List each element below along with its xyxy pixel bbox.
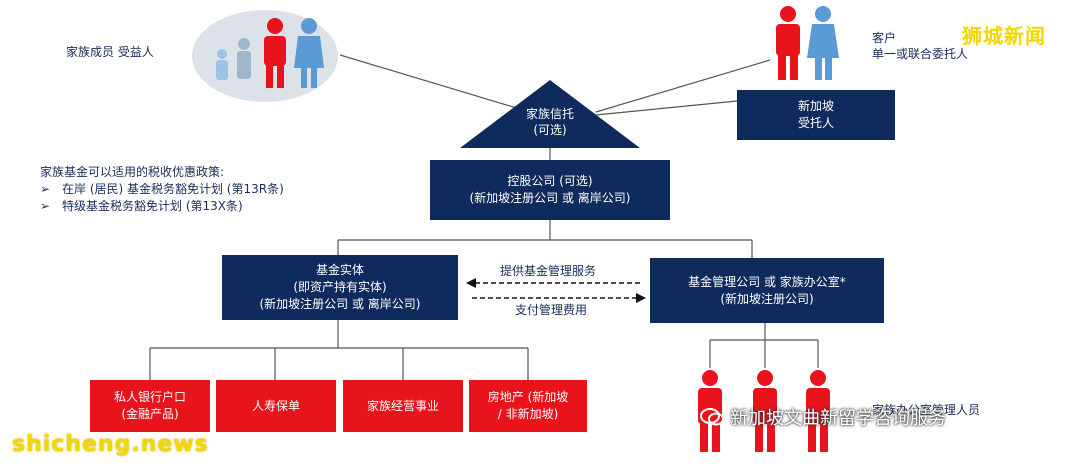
holding-line1: 控股公司 (可选) <box>507 174 593 188</box>
manager-line2: (新加坡注册公司) <box>720 291 814 306</box>
trustee-line2: 受托人 <box>797 116 834 130</box>
watermark-top-right: 狮城新闻 <box>962 24 1046 48</box>
client-label-line2: 单一或联合委托人 <box>872 47 969 61</box>
trust-subtitle: (可选) <box>533 123 567 137</box>
fee-arrow-label: 支付管理费用 <box>515 303 588 317</box>
client-couple-illustration <box>768 4 848 84</box>
manager-line1: 基金管理公司 或 家族办公室* <box>688 274 846 289</box>
trust-triangle: 家族信托 (可选) <box>458 78 642 150</box>
office-staff-illustration <box>690 368 840 467</box>
tax-policy-block: 家族基金可以适用的税收优惠政策: ➢在岸 (居民) 基金税务豁免计划 (第13R… <box>40 164 284 215</box>
asset-box: 私人银行户口 (金融产品) <box>90 380 210 432</box>
client-label-line1: 客户 <box>872 31 897 45</box>
client-line <box>595 59 771 113</box>
trust-trustee-line <box>595 100 738 116</box>
trust-title: 家族信托 <box>525 107 574 121</box>
tax-policy-item: ➢特级基金税务豁免计划 (第13X条) <box>40 199 243 213</box>
fund-entity-line2: (即资产持有实体) <box>293 280 387 294</box>
beneficiary-line <box>339 54 531 113</box>
trustee-box: 新加坡 受托人 <box>737 90 895 140</box>
holding-company-box: 控股公司 (可选) (新加坡注册公司 或 离岸公司) <box>430 160 670 220</box>
tax-policy-title: 家族基金可以适用的税收优惠政策: <box>40 165 225 179</box>
client-label: 客户 单一或联合委托人 <box>872 30 968 62</box>
fund-entity-box: 基金实体 (即资产持有实体) (新加坡注册公司 或 离岸公司) <box>222 255 458 320</box>
wechat-watermark: 新加坡文曲新留学咨询服务 <box>700 404 946 430</box>
watermark-bottom-left: shicheng.news <box>12 432 209 457</box>
wechat-icon <box>700 407 724 427</box>
asset-box: 房地产 (新加坡 / 非新加坡) <box>469 380 587 432</box>
beneficiary-label: 家族成员 受益人 <box>66 45 154 59</box>
holding-line2: (新加坡注册公司 或 离岸公司) <box>469 191 631 205</box>
fund-entity-line1: 基金实体 <box>315 263 364 277</box>
trustee-line1: 新加坡 <box>797 99 834 113</box>
office-staff-label: 家族办公室管理人员 <box>872 403 981 417</box>
asset-box: 家族经营事业 <box>343 380 463 432</box>
asset-box: 人寿保单 <box>216 380 336 432</box>
tax-policy-item: ➢在岸 (居民) 基金税务豁免计划 (第13R条) <box>40 182 284 196</box>
service-arrow-label: 提供基金管理服务 <box>500 264 597 278</box>
fund-entity-line3: (新加坡注册公司 或 离岸公司) <box>259 297 421 311</box>
manager-box: 基金管理公司 或 家族办公室* (新加坡注册公司) <box>650 258 884 323</box>
family-beneficiary-illustration <box>190 4 340 104</box>
